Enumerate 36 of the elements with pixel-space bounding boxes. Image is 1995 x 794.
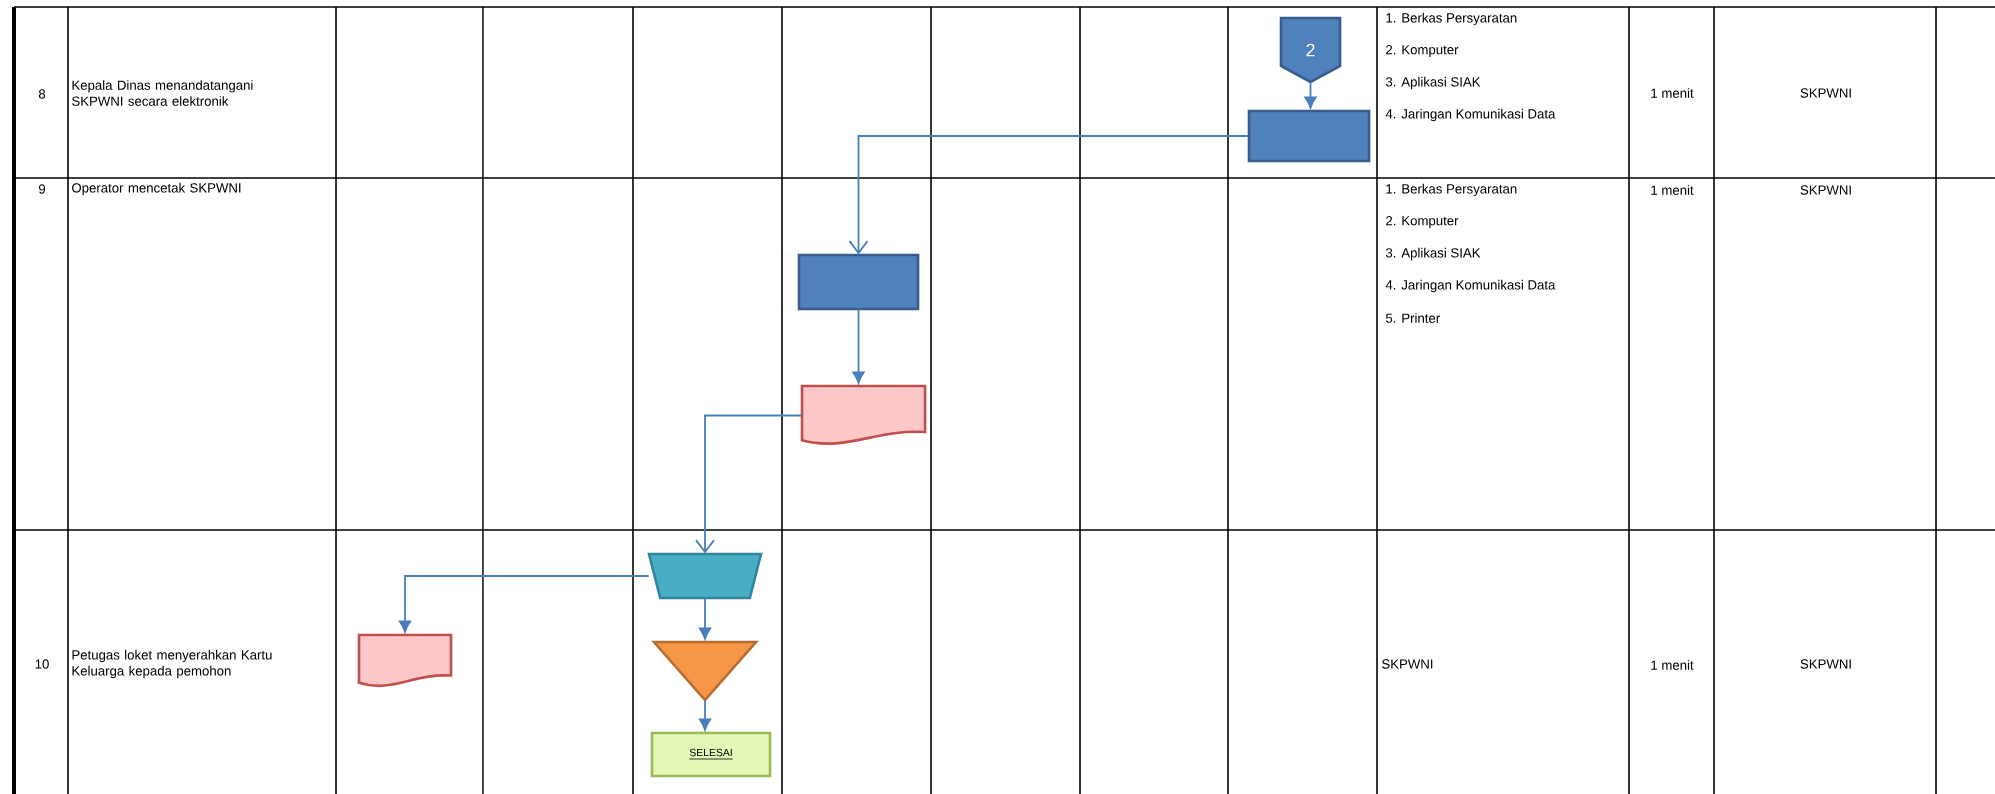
equipment-item: 1. Berkas Persyaratan xyxy=(1386,183,1517,197)
arrow xyxy=(698,597,712,640)
off-page-connector: 2 xyxy=(1279,16,1342,84)
arrow xyxy=(398,575,650,633)
arrow xyxy=(848,135,1250,255)
duration-text: 1 menit xyxy=(1651,660,1694,670)
duration-text: 1 menit xyxy=(1651,88,1694,98)
equipment-item: 4. Jaringan Komunikasi Data xyxy=(1385,108,1556,122)
process-box xyxy=(797,253,920,311)
equipment-item: 4. Jaringan Komunikasi Data xyxy=(1385,279,1556,293)
equipment-item: 3. Aplikasi SIAK xyxy=(1385,76,1481,90)
end-terminator: SELESAI xyxy=(650,731,772,778)
equipment-item: 3. Aplikasi SIAK xyxy=(1385,247,1481,261)
process-box xyxy=(1247,109,1371,163)
equipment-item: 1. Berkas Persyaratan xyxy=(1386,12,1517,26)
duration-text: 1 menit xyxy=(1651,185,1694,195)
equipment-item: SKPWNI xyxy=(1382,659,1433,669)
output-text: SKPWNI xyxy=(1800,659,1851,669)
output-text: SKPWNI xyxy=(1800,185,1851,195)
document-shape xyxy=(800,384,927,445)
equipment-item: 2. Komputer xyxy=(1386,216,1459,228)
equipment-item: 5. Printer xyxy=(1385,313,1440,323)
equipment-item: 2. Komputer xyxy=(1386,45,1459,57)
document-shape xyxy=(357,633,453,688)
step-number: 10 xyxy=(35,659,49,669)
arrow xyxy=(698,699,712,731)
step-description: Petugas loket menyerahkan Kartu Keluarga kepada pemohon xyxy=(72,649,272,679)
step-number: 8 xyxy=(38,89,46,99)
manual-operation-trapezoid xyxy=(647,552,763,600)
arrow xyxy=(1304,81,1317,109)
step-description: Operator mencetak SKPWNI xyxy=(72,182,241,196)
output-text: SKPWNI xyxy=(1800,88,1851,98)
step-number: 9 xyxy=(38,184,46,194)
step-description: Kepala Dinas menandatangani SKPWNI secara elektronik xyxy=(72,80,253,106)
arrow xyxy=(852,308,865,384)
arrow xyxy=(695,414,803,554)
